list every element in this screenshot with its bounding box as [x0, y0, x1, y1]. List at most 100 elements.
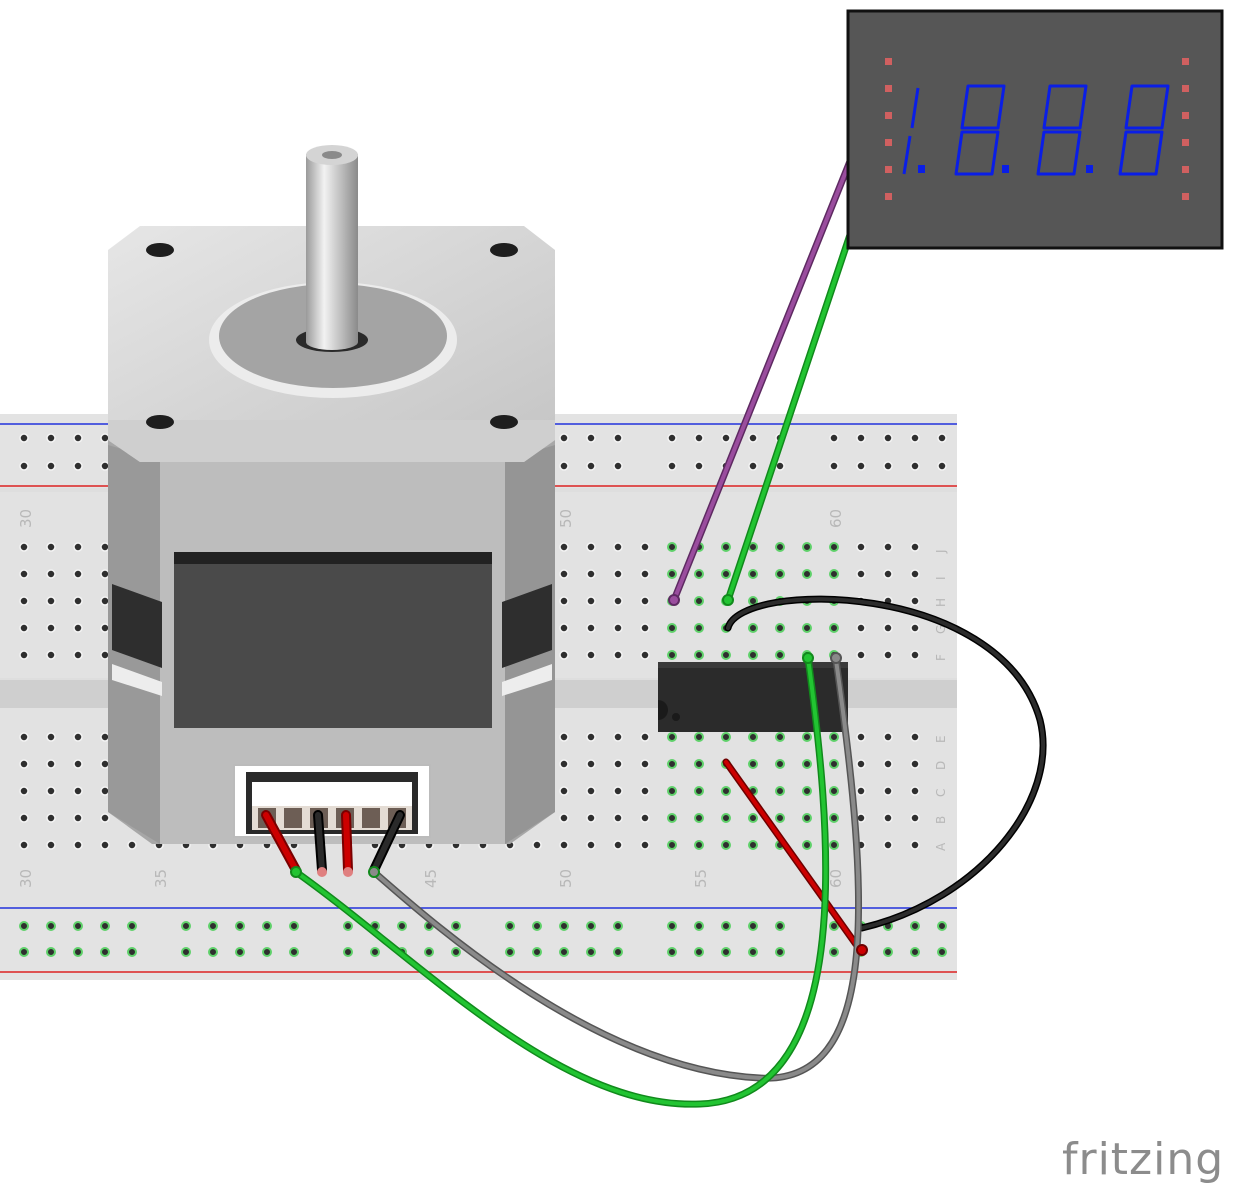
- breadboard-hole[interactable]: [559, 947, 569, 957]
- breadboard-hole[interactable]: [721, 921, 731, 931]
- breadboard-hole[interactable]: [667, 786, 677, 796]
- breadboard-hole[interactable]: [775, 569, 785, 579]
- breadboard-hole[interactable]: [910, 623, 920, 633]
- breadboard-hole[interactable]: [748, 623, 758, 633]
- breadboard-hole[interactable]: [829, 623, 839, 633]
- breadboard-hole[interactable]: [100, 813, 110, 823]
- breadboard-hole[interactable]: [694, 947, 704, 957]
- breadboard-hole[interactable]: [883, 786, 893, 796]
- breadboard-hole[interactable]: [856, 650, 866, 660]
- breadboard-hole[interactable]: [613, 596, 623, 606]
- breadboard-hole[interactable]: [775, 947, 785, 957]
- breadboard-hole[interactable]: [883, 759, 893, 769]
- breadboard-hole[interactable]: [829, 840, 839, 850]
- breadboard-hole[interactable]: [694, 732, 704, 742]
- breadboard-hole[interactable]: [856, 569, 866, 579]
- breadboard-hole[interactable]: [100, 623, 110, 633]
- breadboard-hole[interactable]: [559, 569, 569, 579]
- breadboard-hole[interactable]: [559, 840, 569, 850]
- breadboard-hole[interactable]: [100, 542, 110, 552]
- breadboard-hole[interactable]: [910, 569, 920, 579]
- breadboard-hole[interactable]: [910, 921, 920, 931]
- breadboard-hole[interactable]: [694, 623, 704, 633]
- breadboard-hole[interactable]: [343, 947, 353, 957]
- breadboard-hole[interactable]: [937, 461, 947, 471]
- breadboard-hole[interactable]: [586, 650, 596, 660]
- breadboard-hole[interactable]: [181, 921, 191, 931]
- breadboard-hole[interactable]: [883, 650, 893, 660]
- breadboard-hole[interactable]: [532, 921, 542, 931]
- breadboard-hole[interactable]: [775, 813, 785, 823]
- breadboard-hole[interactable]: [775, 921, 785, 931]
- breadboard-hole[interactable]: [73, 786, 83, 796]
- breadboard-hole[interactable]: [640, 650, 650, 660]
- breadboard-hole[interactable]: [46, 650, 56, 660]
- breadboard-hole[interactable]: [586, 813, 596, 823]
- breadboard-hole[interactable]: [46, 623, 56, 633]
- breadboard-hole[interactable]: [613, 650, 623, 660]
- breadboard-hole[interactable]: [559, 813, 569, 823]
- breadboard-hole[interactable]: [829, 921, 839, 931]
- breadboard-hole[interactable]: [748, 947, 758, 957]
- breadboard-hole[interactable]: [640, 786, 650, 796]
- breadboard-hole[interactable]: [829, 542, 839, 552]
- breadboard-hole[interactable]: [856, 786, 866, 796]
- breadboard-hole[interactable]: [640, 759, 650, 769]
- breadboard-hole[interactable]: [73, 433, 83, 443]
- breadboard-hole[interactable]: [694, 650, 704, 660]
- breadboard-hole[interactable]: [19, 623, 29, 633]
- breadboard-hole[interactable]: [802, 623, 812, 633]
- breadboard-hole[interactable]: [73, 542, 83, 552]
- breadboard-hole[interactable]: [46, 732, 56, 742]
- breadboard-hole[interactable]: [505, 921, 515, 931]
- breadboard-hole[interactable]: [73, 813, 83, 823]
- breadboard-hole[interactable]: [667, 433, 677, 443]
- breadboard-hole[interactable]: [586, 569, 596, 579]
- breadboard-hole[interactable]: [910, 759, 920, 769]
- breadboard-hole[interactable]: [586, 596, 596, 606]
- breadboard-hole[interactable]: [100, 786, 110, 796]
- breadboard-hole[interactable]: [505, 947, 515, 957]
- breadboard-hole[interactable]: [721, 947, 731, 957]
- breadboard-hole[interactable]: [262, 947, 272, 957]
- breadboard-hole[interactable]: [640, 840, 650, 850]
- breadboard-hole[interactable]: [19, 786, 29, 796]
- breadboard-hole[interactable]: [910, 542, 920, 552]
- breadboard-hole[interactable]: [100, 732, 110, 742]
- breadboard-hole[interactable]: [721, 840, 731, 850]
- breadboard-hole[interactable]: [910, 840, 920, 850]
- breadboard-hole[interactable]: [694, 921, 704, 931]
- breadboard-hole[interactable]: [46, 433, 56, 443]
- breadboard-hole[interactable]: [694, 596, 704, 606]
- breadboard-hole[interactable]: [289, 921, 299, 931]
- breadboard-hole[interactable]: [559, 786, 569, 796]
- breadboard-hole[interactable]: [856, 732, 866, 742]
- stepper-motor[interactable]: [108, 145, 555, 844]
- breadboard-hole[interactable]: [46, 461, 56, 471]
- breadboard-hole[interactable]: [73, 461, 83, 471]
- breadboard-hole[interactable]: [19, 569, 29, 579]
- breadboard-hole[interactable]: [613, 786, 623, 796]
- breadboard-hole[interactable]: [613, 759, 623, 769]
- breadboard-hole[interactable]: [559, 461, 569, 471]
- breadboard-hole[interactable]: [694, 759, 704, 769]
- breadboard-hole[interactable]: [100, 947, 110, 957]
- breadboard-hole[interactable]: [559, 759, 569, 769]
- breadboard-hole[interactable]: [586, 623, 596, 633]
- breadboard-hole[interactable]: [802, 759, 812, 769]
- breadboard-hole[interactable]: [19, 650, 29, 660]
- breadboard-hole[interactable]: [775, 623, 785, 633]
- breadboard-hole[interactable]: [694, 840, 704, 850]
- breadboard-hole[interactable]: [721, 542, 731, 552]
- breadboard-hole[interactable]: [856, 759, 866, 769]
- breadboard-hole[interactable]: [640, 623, 650, 633]
- breadboard-hole[interactable]: [100, 840, 110, 850]
- seven-segment-display[interactable]: [846, 9, 1224, 250]
- breadboard-hole[interactable]: [19, 732, 29, 742]
- breadboard-hole[interactable]: [46, 596, 56, 606]
- breadboard-hole[interactable]: [883, 542, 893, 552]
- breadboard-hole[interactable]: [775, 759, 785, 769]
- breadboard-hole[interactable]: [559, 921, 569, 931]
- breadboard-hole[interactable]: [694, 461, 704, 471]
- breadboard-hole[interactable]: [748, 732, 758, 742]
